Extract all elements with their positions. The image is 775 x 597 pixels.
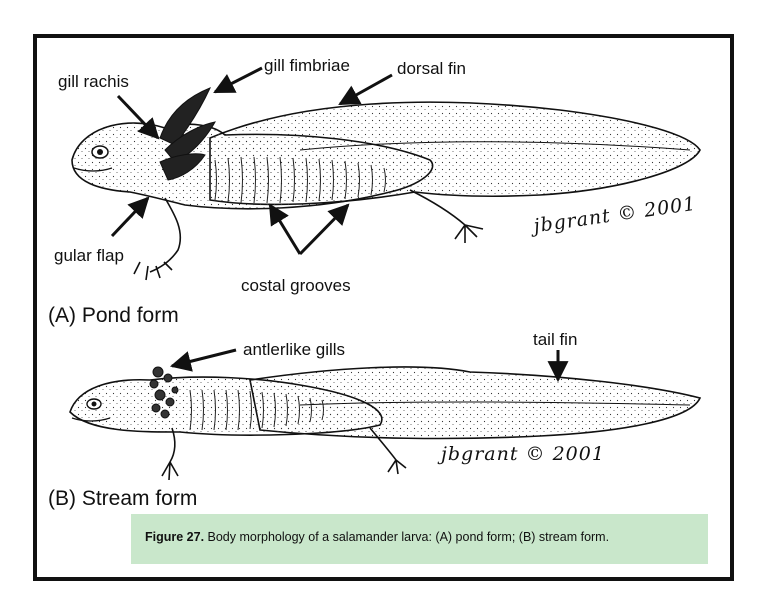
arrow-dorsal-fin xyxy=(338,73,393,106)
caption-figure-number: Figure 27. xyxy=(145,530,205,544)
arrow-costal-right xyxy=(298,203,350,256)
caption-text: Body morphology of a salamander larva: (… xyxy=(204,530,610,544)
stream-form-larva xyxy=(69,366,702,481)
pond-front-limb xyxy=(133,197,182,281)
stream-costal-grooves xyxy=(189,389,324,431)
stream-body xyxy=(69,376,383,436)
arrow-costal-left xyxy=(268,203,302,255)
figure-caption: Figure 27. Body morphology of a salamand… xyxy=(131,514,708,564)
label-dorsal-fin: dorsal fin xyxy=(397,59,466,78)
arrow-gill-fimbriae xyxy=(213,66,263,94)
label-antlerlike-gills: antlerlike gills xyxy=(243,340,346,359)
label-gill-fimbriae: gill fimbriae xyxy=(264,56,350,75)
pond-form-larva xyxy=(71,87,701,281)
label-gill-rachis: gill rachis xyxy=(58,72,129,91)
pond-gills xyxy=(159,87,216,181)
pond-hind-limb xyxy=(409,189,484,243)
arrow-antlerlike-gills xyxy=(169,348,237,372)
label-gular-flap: gular flap xyxy=(54,246,124,265)
label-tail-fin: tail fin xyxy=(533,330,578,349)
arrow-gill-rachis xyxy=(116,94,160,140)
form-label-pond: (A) Pond form xyxy=(48,304,179,327)
stream-front-limb xyxy=(161,427,179,481)
form-label-stream: (B) Stream form xyxy=(48,487,198,510)
pond-costal-grooves xyxy=(214,156,386,204)
arrow-gular-flap xyxy=(110,196,150,238)
signature-stream: jbgrant © 2001 xyxy=(441,443,605,465)
stream-hind-limb xyxy=(369,427,407,475)
leader-arrows xyxy=(110,66,569,383)
label-costal-grooves: costal grooves xyxy=(241,276,351,295)
stream-antlerlike-gills xyxy=(149,366,179,419)
